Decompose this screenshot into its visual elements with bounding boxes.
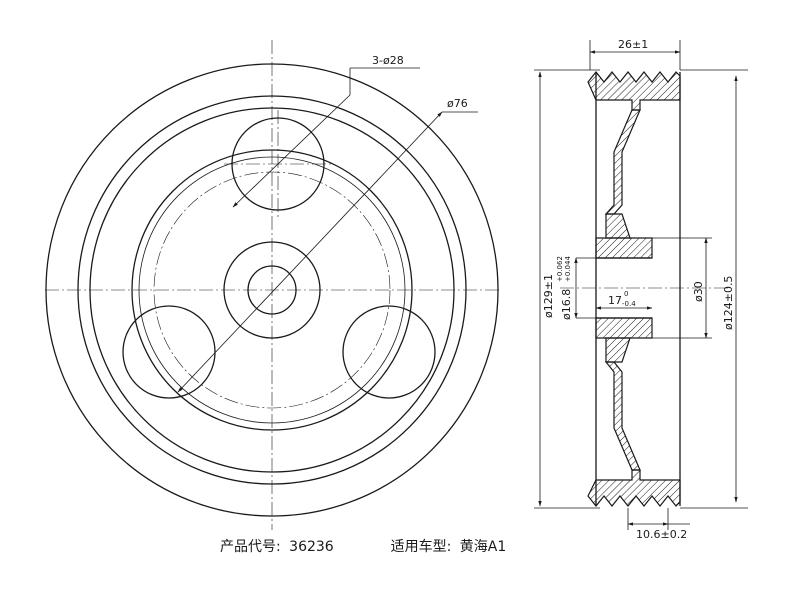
pcd-dim-line xyxy=(177,111,443,393)
rim-inner-circle xyxy=(77,95,467,485)
hub-len-label: 17 xyxy=(608,294,622,307)
hole-label: 3-ø28 xyxy=(372,54,404,67)
hole-bottom-right xyxy=(342,305,436,399)
bore-tol-lower: +0.044 xyxy=(564,256,572,282)
hub-flange-bottom xyxy=(605,337,631,363)
product-code-value: 36236 xyxy=(289,539,334,555)
hub-len-tol-lower: -0.4 xyxy=(622,300,636,308)
hub-len-tol-upper: 0 xyxy=(624,290,628,298)
front-view: 3-ø28 ø76 xyxy=(45,40,500,530)
groove-width-label: 10.6±0.2 xyxy=(636,528,687,541)
vehicle-value: 黄海A1 xyxy=(459,539,507,555)
bore-tol-upper: +0.062 xyxy=(556,256,564,282)
hub-dia-label: ø30 xyxy=(692,281,705,302)
section-view: 26±1 ø129±1 ø16.8 +0.062 +0.044 17 0 -0.… xyxy=(534,38,748,541)
outer-dia-label: ø129±1 xyxy=(542,274,555,318)
hub-lower-section xyxy=(595,317,653,339)
upper-web-section xyxy=(604,109,641,215)
bore-label: ø16.8 xyxy=(560,289,573,320)
caption: 产品代号: 36236 适用车型: 黄海A1 xyxy=(220,536,510,556)
outer-rim-circle xyxy=(45,63,499,517)
hub-flange-top xyxy=(605,213,631,239)
product-code-label: 产品代号: xyxy=(220,539,281,555)
lower-web-section xyxy=(604,361,641,471)
hub-upper-section xyxy=(595,237,653,259)
top-rim-section xyxy=(587,71,681,111)
groove-circle xyxy=(89,107,455,473)
width-label: 26±1 xyxy=(618,38,648,51)
vehicle-label: 适用车型: xyxy=(390,539,452,555)
pcd-label: ø76 xyxy=(447,97,468,110)
groove-dia-label: ø124±0.5 xyxy=(722,276,735,330)
bottom-rim-section xyxy=(587,469,681,507)
